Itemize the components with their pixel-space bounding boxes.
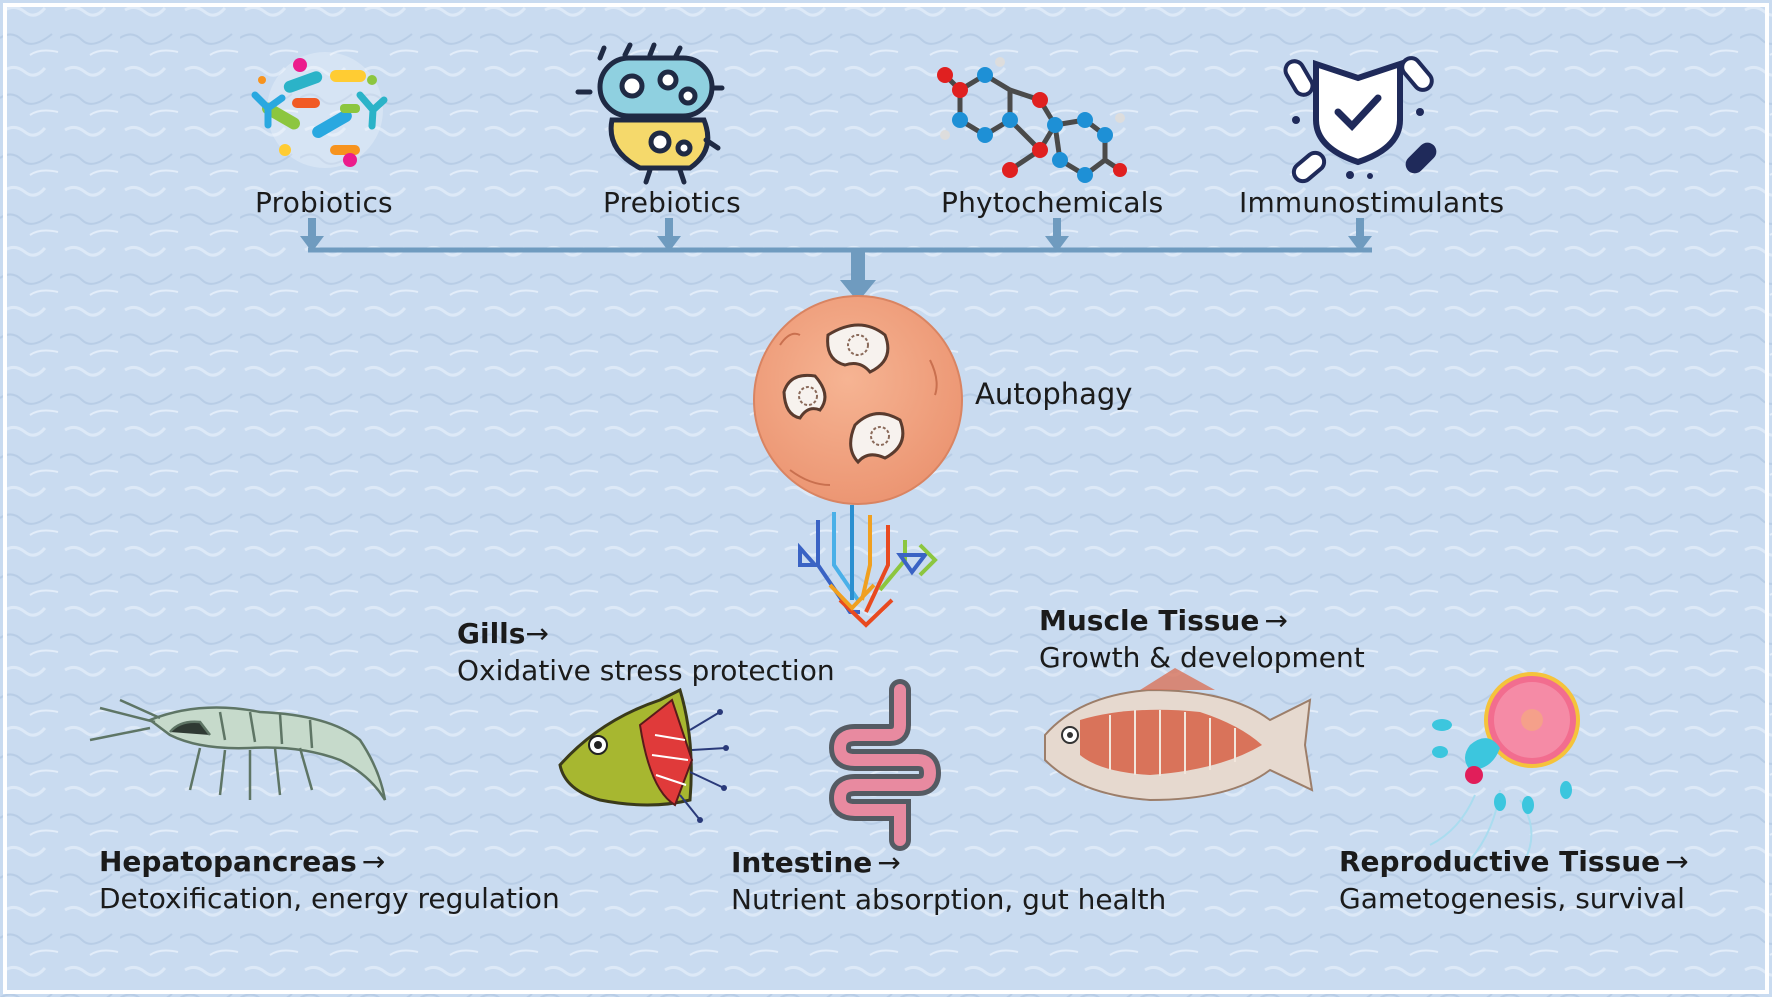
arrow-glyph: → [1665,845,1689,878]
autophagy-label: Autophagy [975,377,1133,411]
organ-title: Hepatopancreas [99,845,357,878]
shrimp-icon [89,698,387,801]
autophagy-cell-icon [753,295,963,505]
organ-effect: Oxidative stress protection [457,654,835,687]
intestine-icon [828,679,942,851]
molecule-icon [937,57,1127,183]
source-label-prebiotics: Prebiotics [603,186,741,219]
organ-title: Reproductive Tissue [1339,845,1661,878]
bacteria-cluster-icon [251,52,388,168]
organ-effect: Growth & development [1039,641,1365,674]
organ-hepatopancreas: Hepatopancreas → Detoxification, energy … [99,845,560,915]
egg-cell-icon [1429,672,1580,861]
source-connector [300,218,1372,302]
source-label-probiotics: Probiotics [255,186,393,219]
arrow-glyph: → [361,845,386,878]
organ-effect: Gametogenesis, survival [1339,882,1685,915]
organ-effect: Nutrient absorption, gut health [731,883,1167,916]
organ-gills: Gills→ Oxidative stress protection [457,617,835,687]
arrow-glyph: → [877,846,901,879]
organ-intestine: Intestine → Nutrient absorption, gut hea… [731,846,1166,916]
branching-arrows-icon [798,505,938,628]
arrow-glyph: → [525,617,549,650]
organ-muscle: Muscle Tissue → Growth & development [1039,604,1365,674]
organ-title: Gills [457,617,526,650]
fish-gill-icon [558,687,729,823]
organ-effect: Detoxification, energy regulation [99,882,560,915]
organ-reproductive: Reproductive Tissue → Gametogenesis, sur… [1339,845,1689,915]
organ-title: Intestine [731,846,873,879]
organ-title: Muscle Tissue [1039,604,1260,637]
bacteria-cell-icon [575,42,725,185]
arrow-glyph: → [1264,604,1288,637]
fish-muscle-icon [1044,668,1314,802]
source-label-immunostimulants: Immunostimulants [1239,186,1505,219]
shield-check-icon [1283,56,1437,184]
source-label-phytochemicals: Phytochemicals [941,186,1164,219]
